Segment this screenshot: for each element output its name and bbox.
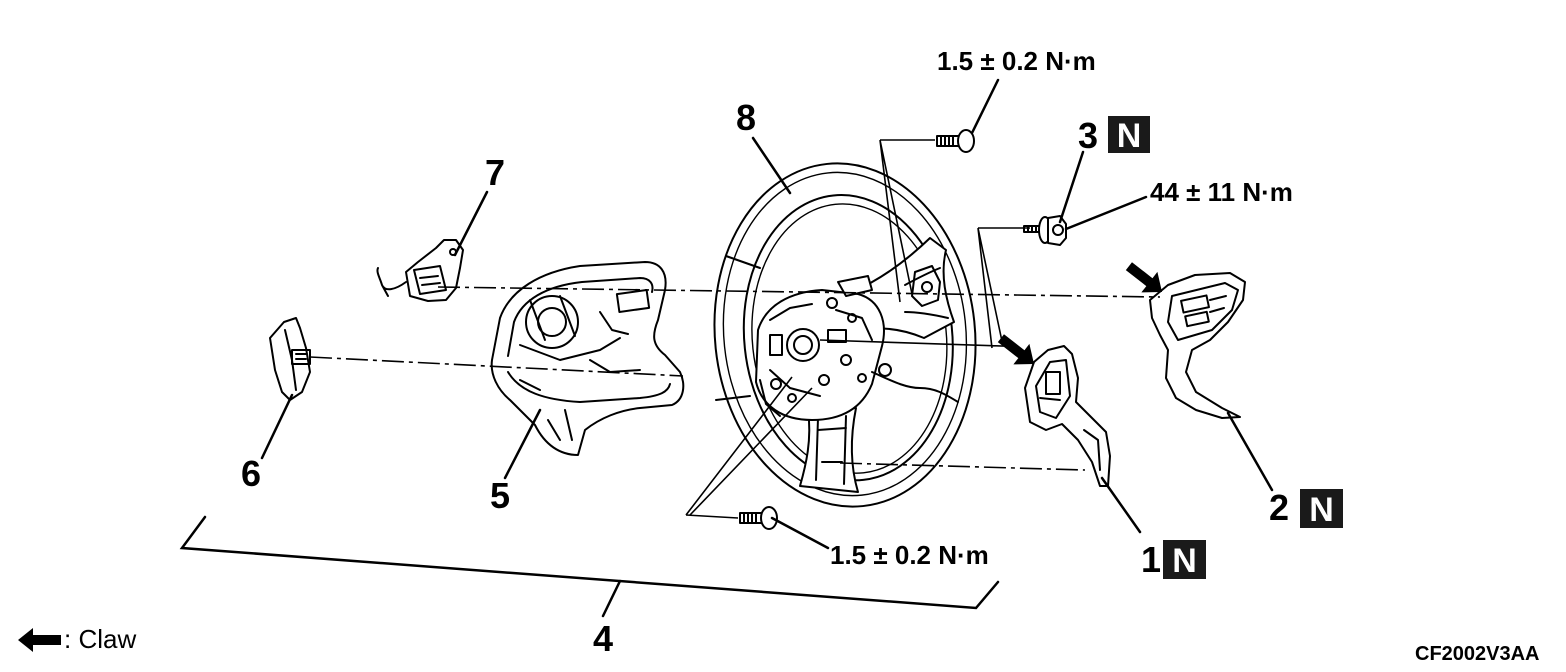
legend-label: : Claw [64,624,136,654]
part-2-switch-panel-drawing [1149,272,1246,419]
claw-arrow-icon [18,628,61,652]
callout-8: 8 [736,97,756,138]
part-6-paddle-drawing [269,317,311,401]
badge-item-3: N [1108,116,1150,155]
claw-arrow-icon [997,334,1034,365]
nut-drawing [1023,215,1067,246]
callout-7: 7 [485,152,505,193]
torque-lower-screw: 1.5 ± 0.2 N·m [830,540,989,570]
assembly-chain-lines [309,286,1161,471]
badge-label: N [1117,117,1142,155]
torque-nut: 44 ± 11 N·m [1150,177,1293,207]
badge-label: N [1172,542,1197,580]
claw-arrow-icon [1125,262,1162,293]
torque-upper-screw: 1.5 ± 0.2 N·m [937,46,1096,76]
callout-1: 1 [1141,539,1161,580]
legend: : Claw [18,624,136,654]
badge-item-2: N [1300,489,1343,529]
lower-screw-drawing [739,506,778,530]
callout-2: 2 [1269,487,1289,528]
part-5-cover-drawing [490,261,685,456]
steering-wheel-drawing [713,162,977,508]
part-7-bracket-drawing [376,239,464,302]
part-1-switch-panel-drawing [1024,345,1111,487]
item-4-group-bracket [179,515,1000,618]
callout-4: 4 [593,618,613,659]
assembly-guide-lines [685,139,1030,519]
badge-label: N [1309,491,1334,529]
leader-lines [260,78,1274,550]
figure-id: CF2002V3AA [1415,643,1540,665]
callout-5: 5 [490,475,510,516]
badge-item-1: N [1163,540,1206,580]
upper-screw-drawing [936,129,975,153]
callout-3: 3 [1078,115,1098,156]
callout-6: 6 [241,453,261,494]
